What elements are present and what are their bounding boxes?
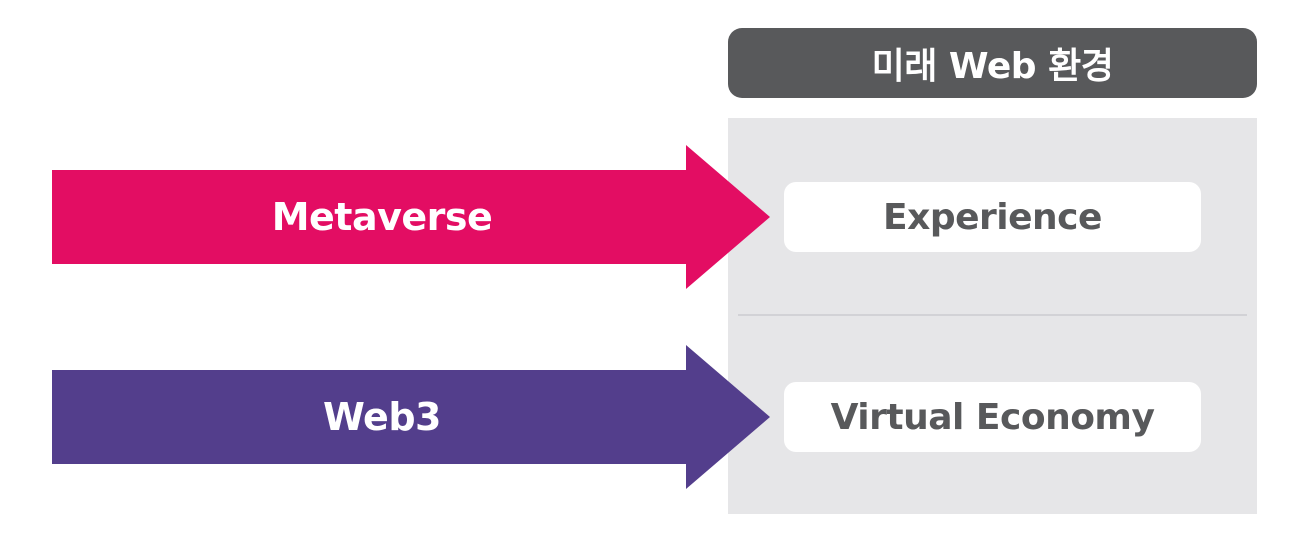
future-web-panel: [728, 118, 1257, 514]
target-card-experience: Experience: [784, 182, 1201, 252]
arrow-metaverse-polygon: [52, 145, 770, 289]
arrow-web3-shape: [52, 345, 770, 489]
header-title: 미래 Web 환경: [728, 28, 1257, 98]
arrow-web3-polygon: [52, 345, 770, 489]
arrow-metaverse-shape: [52, 145, 770, 289]
panel-divider: [738, 314, 1247, 316]
arrow-metaverse: Metaverse: [52, 145, 770, 289]
target-card-virtual-economy: Virtual Economy: [784, 382, 1201, 452]
arrow-metaverse-label: Metaverse: [271, 195, 493, 239]
arrow-web3-label: Web3: [323, 395, 441, 439]
arrow-web3: Web3: [52, 345, 770, 489]
